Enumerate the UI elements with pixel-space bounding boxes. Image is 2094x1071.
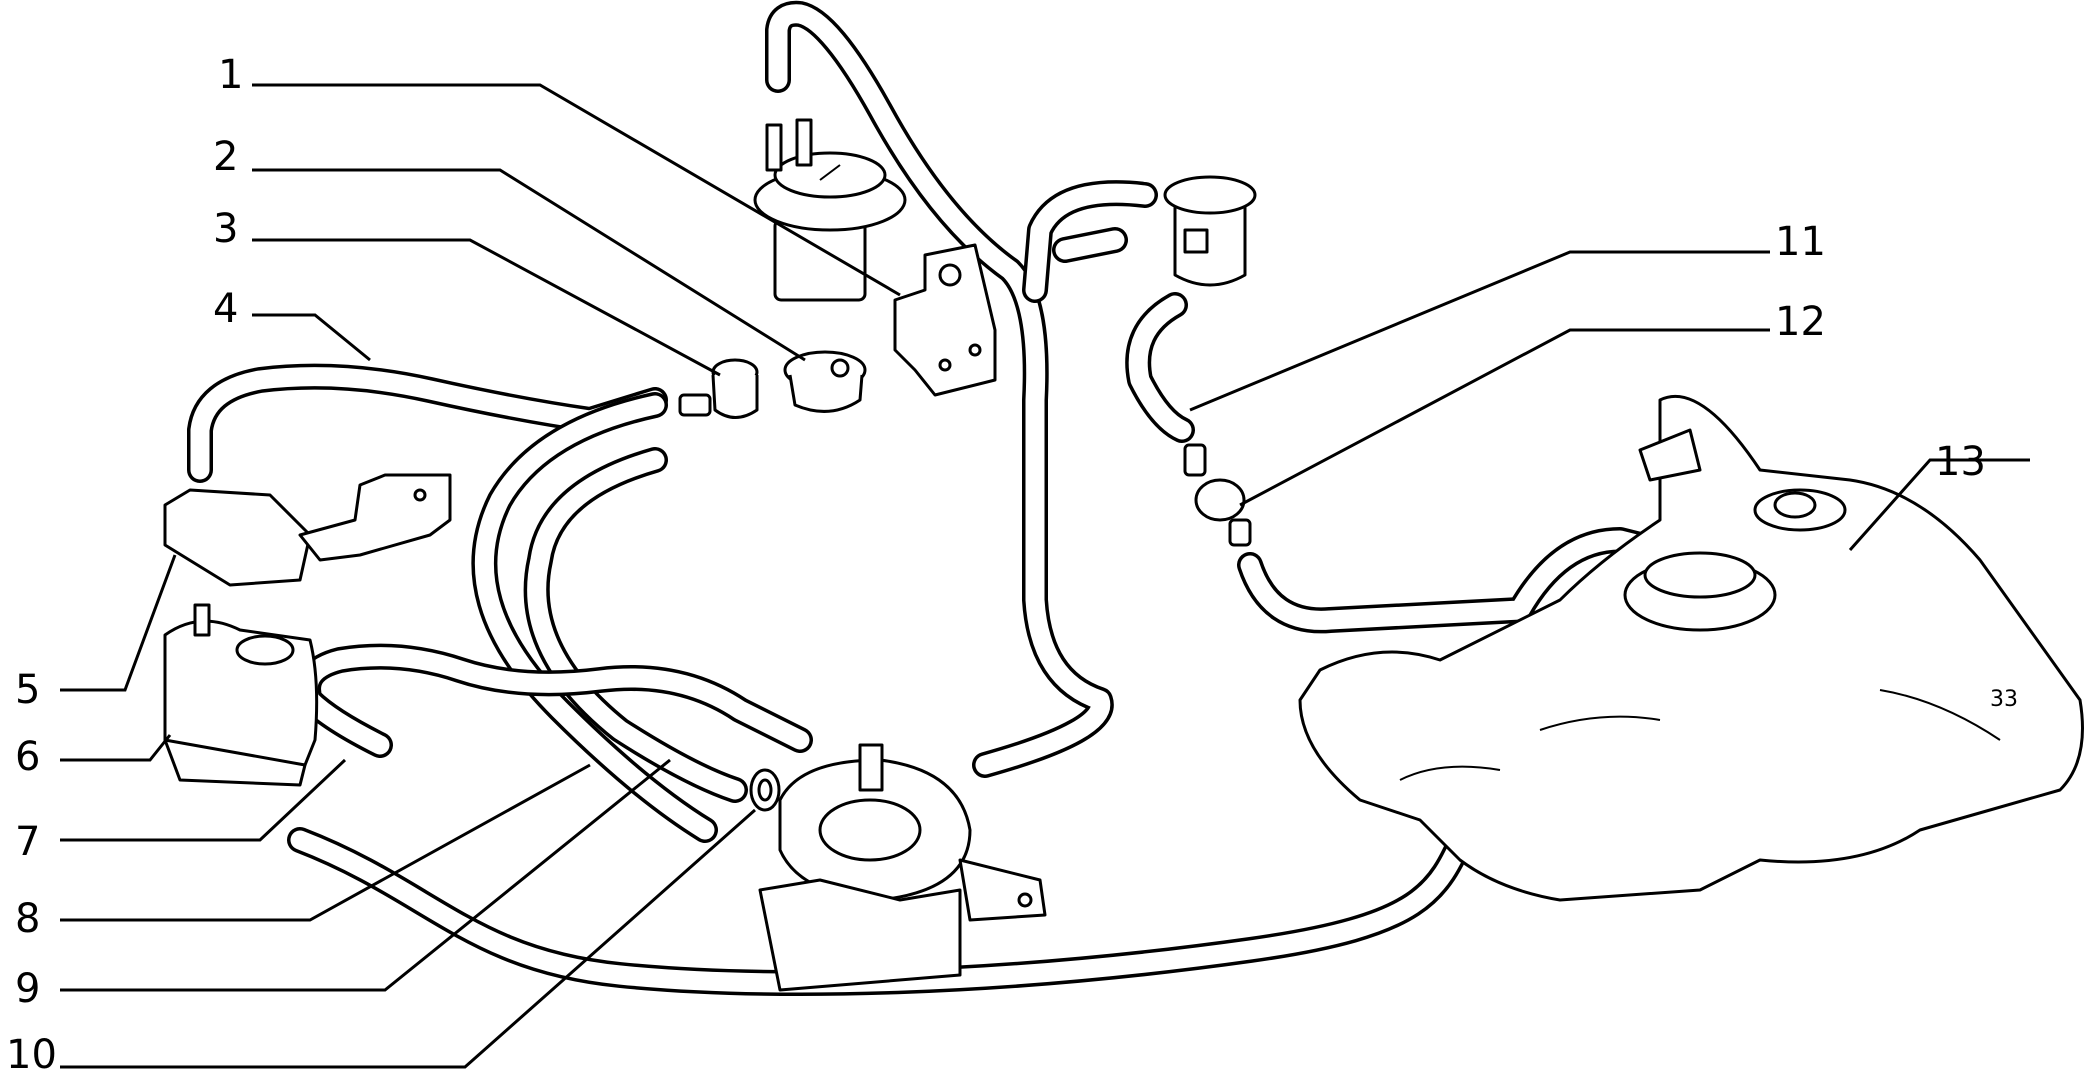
callout-6: 6: [15, 734, 40, 780]
callout-13: 13: [1935, 439, 1986, 485]
leader-3: [252, 238, 721, 377]
callout-7: 7: [15, 819, 40, 865]
leader-12: [1239, 328, 1770, 507]
callout-1: 1: [218, 52, 243, 98]
leader-lines: [60, 83, 2030, 1069]
leader-13: [1848, 458, 2030, 551]
canister-6: [163, 603, 319, 787]
leader-5: [60, 554, 177, 692]
leader-9: [60, 758, 671, 992]
leader-6: [60, 734, 172, 762]
hose-vertical-top: [765, 0, 1114, 778]
grommet-10: [749, 768, 781, 812]
throttle-body: [758, 743, 1047, 992]
callout-5: 5: [15, 667, 40, 713]
callout-11: 11: [1775, 219, 1826, 265]
fuel-tank: 33: [1298, 394, 2084, 902]
hose-filter-loop: [1022, 180, 1158, 303]
callout-3: 3: [213, 206, 238, 252]
hose-11: [1125, 292, 1195, 443]
callout-10: 10: [6, 1032, 57, 1071]
leader-7: [60, 758, 347, 842]
leader-8: [60, 763, 591, 922]
leader-4: [252, 313, 371, 362]
leader-1: [252, 83, 901, 297]
valve-2: [783, 350, 867, 413]
fuel-filter: [1163, 175, 1257, 287]
leader-2: [252, 168, 806, 362]
callout-4: 4: [213, 286, 238, 332]
callout-labels: 1 2 3 4 5 6 7 8 9 10 11 12 13: [6, 52, 1986, 1071]
hose-to-tank: [1237, 527, 1653, 634]
valve-3: [678, 358, 759, 419]
canister-bracket-5: [163, 473, 452, 587]
leader-10: [60, 808, 756, 1069]
callout-9: 9: [15, 966, 40, 1012]
svg-text:33: 33: [1990, 687, 2018, 712]
valve-12: [1183, 443, 1252, 547]
callout-12: 12: [1775, 299, 1826, 345]
leader-11: [1189, 250, 1770, 412]
callout-2: 2: [213, 134, 238, 180]
hoses: [187, 0, 1863, 996]
bracket-1: [893, 243, 997, 397]
callout-8: 8: [15, 896, 40, 942]
hose-4: [187, 363, 668, 483]
fuel-pump: [753, 118, 907, 302]
hoses-8-9: [471, 392, 748, 843]
parts: 33: [163, 118, 2084, 992]
